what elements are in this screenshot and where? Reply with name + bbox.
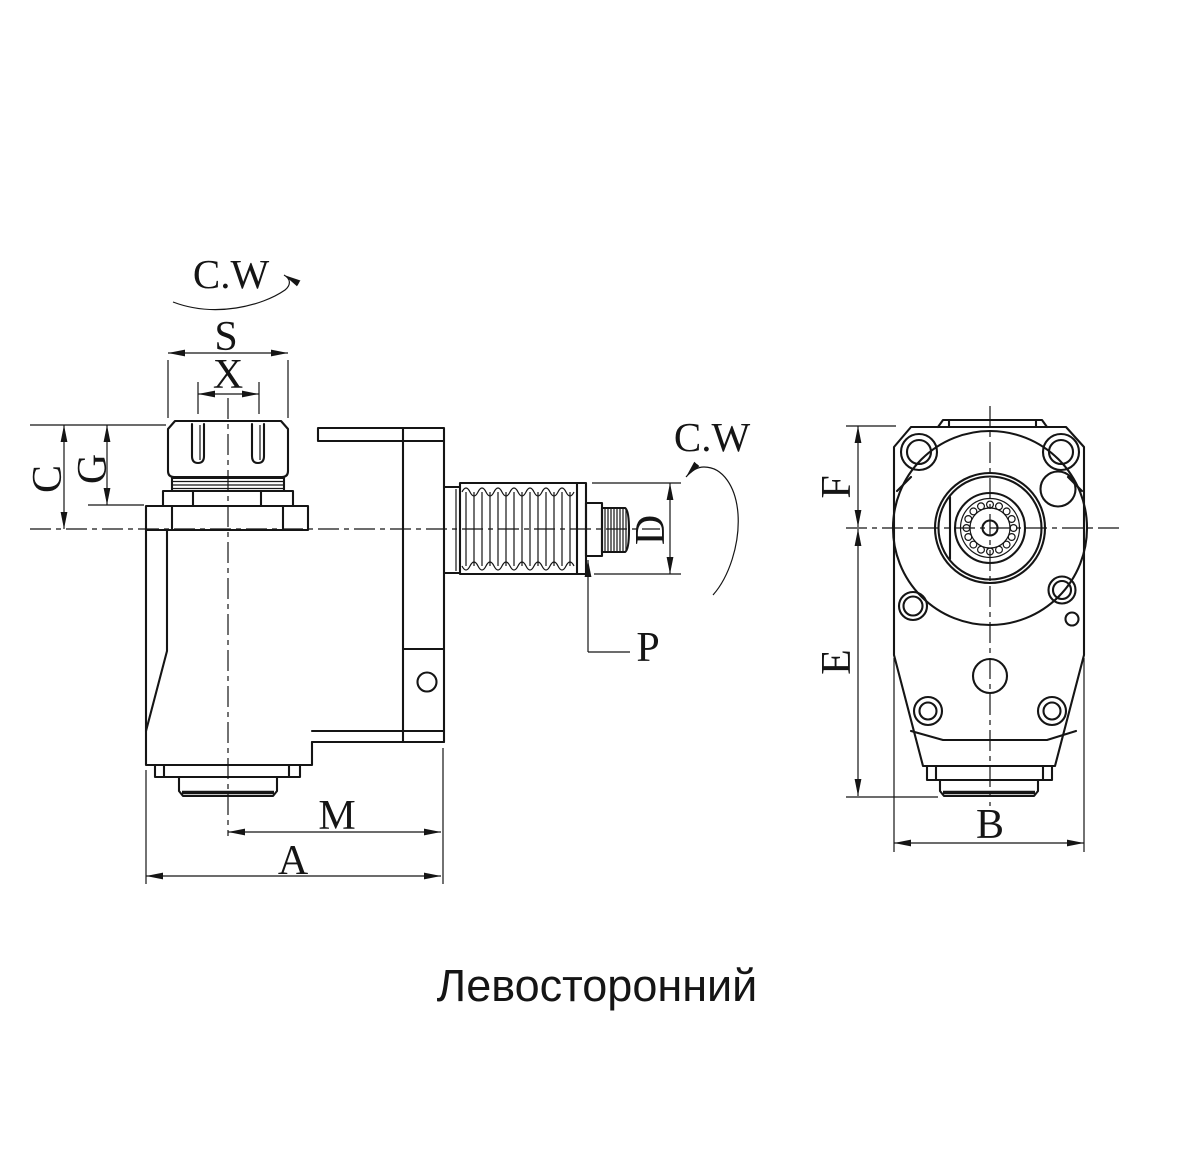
mounting-plate: [316, 426, 446, 744]
tool-body: [144, 528, 446, 767]
bolt-holes: [897, 432, 1081, 727]
rotation-label-top: C.W: [193, 251, 270, 297]
caption: Левосторонний: [437, 960, 758, 1011]
rotation-label-side: C.W: [674, 414, 751, 460]
housing-bottom-edge: [909, 729, 1078, 742]
top-flange-bump: [936, 418, 1049, 429]
dim-label-s: S: [214, 314, 237, 360]
dim-label-c: C: [25, 465, 71, 493]
dim-label-g: G: [70, 454, 116, 484]
rotation-arrow-side: [685, 461, 739, 596]
rotation-arrow-top: [172, 274, 301, 311]
side-view: [144, 419, 631, 798]
collet-nut: [161, 419, 295, 508]
housing-outline: [892, 425, 1086, 768]
dim-label-f: F: [814, 475, 860, 498]
collet-flange: [144, 504, 310, 532]
dim-x-extensions: [197, 382, 260, 414]
small-pin-hole: [1064, 611, 1080, 627]
spline-tip: [600, 506, 631, 554]
front-view: [891, 418, 1089, 798]
dim-label-m: M: [318, 793, 355, 839]
shank-step-collar: [584, 501, 604, 558]
dim-label-e: E: [814, 649, 860, 675]
dimensions: [30, 274, 1085, 884]
dim-label-d: D: [628, 515, 674, 545]
dim-s-extensions: [167, 360, 289, 418]
dim-label-a: A: [278, 838, 309, 884]
pin-hole: [1039, 470, 1077, 508]
dim-d-extensions: [592, 482, 681, 575]
dim-b-extensions: [893, 658, 1085, 852]
plate-hole: [416, 671, 438, 693]
dim-label-p: P: [636, 625, 659, 671]
centerlines: [30, 398, 1122, 836]
dim-label-x: X: [213, 352, 243, 398]
dim-label-b: B: [976, 802, 1004, 848]
